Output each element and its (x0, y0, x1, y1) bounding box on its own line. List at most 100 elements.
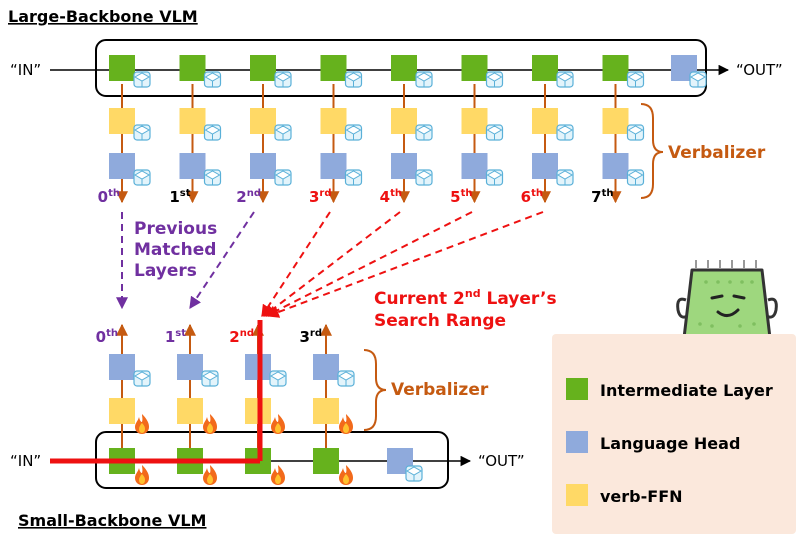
large-column-7: 7th (591, 55, 645, 206)
verb-ffn-block (391, 108, 417, 134)
ice-cube-icon (203, 71, 222, 88)
legend-swatch (566, 378, 588, 400)
ice-cube-icon (415, 124, 433, 141)
large-layer-index-label: 4th (380, 188, 402, 206)
flame-icon (271, 465, 285, 485)
large-layer-index-label: 1st (169, 188, 190, 206)
search-arrow-6 (266, 211, 544, 318)
legend-label: verb-FFN (600, 487, 683, 506)
verb-ffn-block (461, 108, 488, 134)
language-head-block (313, 354, 339, 380)
flame-icon (339, 465, 353, 485)
flame-icon (339, 414, 353, 434)
large-column-6: 6th (521, 55, 574, 206)
ice-cube-icon (133, 71, 151, 88)
language-head-block (532, 153, 558, 179)
large-backbone-box (95, 39, 707, 97)
large-column-3: 3rd (309, 55, 363, 206)
verb-ffn-block (109, 108, 135, 134)
search-arrow-3 (261, 211, 331, 318)
large-layer-index-label: 7th (591, 188, 613, 206)
language-head-block (320, 153, 347, 179)
ice-cube-icon (274, 124, 292, 141)
legend-swatch (566, 431, 588, 453)
small-backbone-title: Small-Backbone VLM (18, 511, 206, 530)
large-verbalizer-brace (640, 103, 664, 199)
language-head-block (177, 354, 203, 380)
intermediate-layer-block (250, 55, 276, 81)
ice-cube-icon (415, 169, 433, 186)
large-column-2: 2nd (236, 55, 292, 206)
large-final-head (671, 55, 707, 88)
search-arrow-5 (264, 211, 473, 317)
intermediate-layer-block (461, 55, 488, 81)
language-head-block (109, 153, 135, 179)
small-verbalizer-label: Verbalizer (391, 380, 489, 400)
large-column-4: 4th (380, 55, 433, 206)
ice-cube-icon (337, 370, 355, 387)
large-layer-index-label: 5th (450, 188, 472, 206)
language-head-block (391, 153, 417, 179)
ice-cube-icon (405, 465, 423, 482)
previous-matched-label: Previous Matched Layers (134, 219, 223, 281)
verb-ffn-block (532, 108, 558, 134)
legend-item-0: Intermediate Layer (566, 378, 773, 400)
flame-icon (203, 465, 217, 485)
ice-cube-icon (201, 370, 219, 387)
intermediate-layer-block (532, 55, 558, 81)
large-column-0: 0th (98, 55, 151, 206)
search-arrow-4 (263, 211, 401, 317)
ice-cube-icon (626, 71, 645, 88)
small-column-3: 3rd (299, 323, 355, 485)
large-layer-index-label: 6th (521, 188, 543, 206)
ice-cube-icon (344, 169, 363, 186)
large-out-label: “OUT” (736, 61, 783, 79)
prev-arrow-2 (189, 211, 255, 309)
intermediate-layer-block (602, 55, 629, 81)
ice-cube-icon (203, 169, 222, 186)
large-layer-index-label: 3rd (309, 188, 332, 206)
legend-box (552, 334, 796, 534)
intermediate-layer-block (391, 55, 417, 81)
ice-cube-icon (344, 71, 363, 88)
small-layer-columns: 0th 1st 2nd 3rd (96, 323, 423, 485)
verb-ffn-block (109, 398, 135, 424)
ice-cube-icon (269, 370, 287, 387)
large-layer-columns: 0th 1st 2nd 3rd 4th 5th 6th 7th (98, 55, 707, 206)
ice-cube-icon (689, 71, 707, 88)
ice-cube-icon (274, 169, 292, 186)
ice-cube-icon (485, 71, 504, 88)
small-column-0: 0th (96, 323, 151, 485)
ice-cube-icon (274, 71, 292, 88)
ice-cube-icon (626, 124, 645, 141)
ice-cube-icon (556, 169, 574, 186)
large-backbone-title: Large-Backbone VLM (8, 7, 198, 26)
flame-icon (135, 465, 149, 485)
ice-cube-icon (556, 71, 574, 88)
large-layer-index-label: 0th (98, 188, 120, 206)
legend-swatch (566, 484, 588, 506)
small-layer-index-label: 3rd (299, 328, 322, 346)
ice-cube-icon (133, 370, 151, 387)
small-layer-index-label: 1st (165, 328, 186, 346)
small-column-1: 1st (165, 323, 219, 485)
small-out-label: “OUT” (478, 452, 525, 470)
ice-cube-icon (556, 124, 574, 141)
verb-ffn-block (602, 108, 629, 134)
search-range-label-line2: Search Range (374, 311, 506, 331)
small-layer-index-label: 0th (96, 328, 118, 346)
ice-cube-icon (485, 169, 504, 186)
verb-ffn-block (250, 108, 276, 134)
previous-matched-arrows (116, 211, 255, 310)
small-in-label: “IN” (10, 452, 41, 470)
verb-ffn-block (177, 398, 203, 424)
legend-label: Intermediate Layer (600, 381, 773, 400)
small-layer-index-label: 2nd (229, 328, 254, 346)
intermediate-layer-block (320, 55, 347, 81)
intermediate-layer-block (109, 55, 135, 81)
language-head-block (109, 354, 135, 380)
small-final-head (387, 448, 423, 482)
intermediate-layer-block (179, 55, 206, 81)
